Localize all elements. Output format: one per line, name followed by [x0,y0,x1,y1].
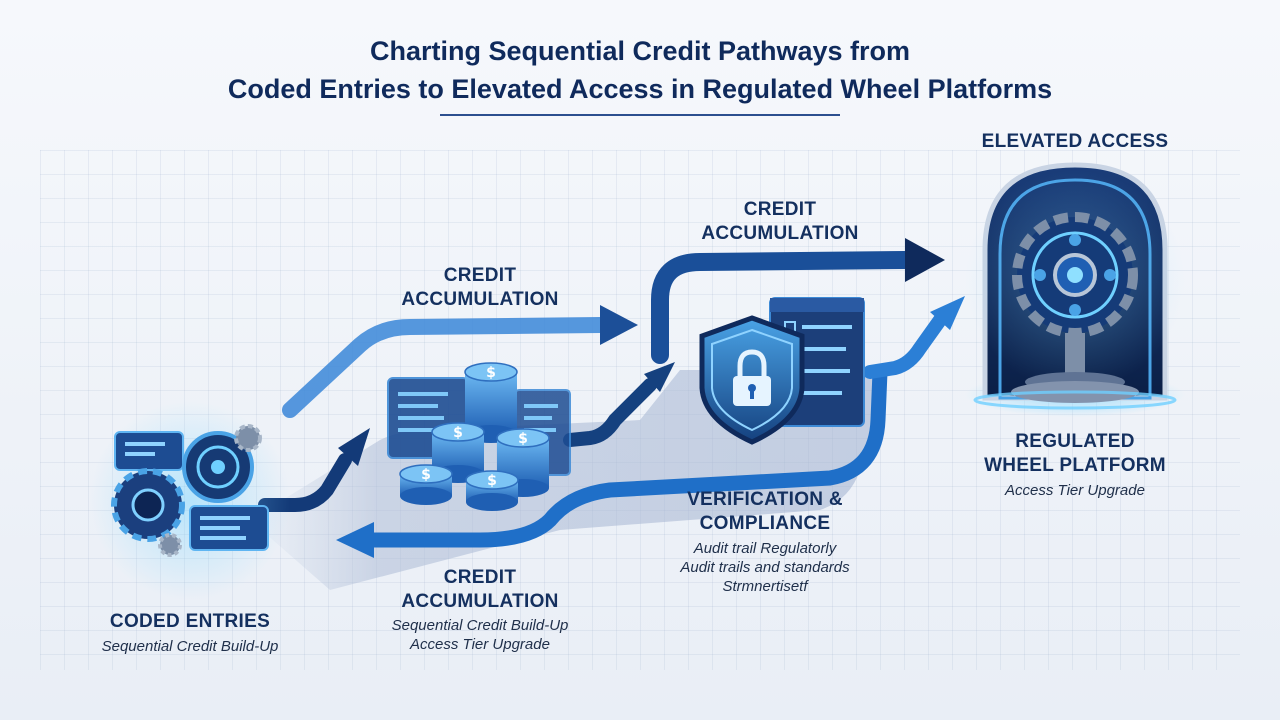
coin-stack-icon [387,362,571,511]
platform-subtitle: Access Tier Upgrade [1005,482,1145,499]
credit-bottom-sub-2: Access Tier Upgrade [410,636,550,653]
arrow-entries-to-coins [258,453,352,512]
arrow-coins-to-shield [563,378,657,447]
title-divider [440,114,840,116]
title-line-1: Charting Sequential Credit Pathways from [369,36,911,66]
return-arrow [362,364,888,548]
credit-top-line-2: ACCUMULATION [701,223,859,244]
gear-cluster-icon [90,400,290,600]
verification-label: VERIFICATION & COMPLIANCE [640,488,890,536]
arrow-shield-to-platform [863,313,947,379]
elevated-access-label: ELEVATED ACCESS [981,131,1169,152]
dollar-icon: $ [486,365,496,381]
arrow-top-accumulation-head [905,238,945,282]
verification-sub-1: Audit trail Regulatorly [693,540,837,557]
platform-line-2: WHEEL PLATFORM [984,455,1166,476]
coded-entries-label: CODED ENTRIES [109,611,271,632]
rise-arrow-faded [282,317,608,418]
platform-label: REGULATED WHEEL PLATFORM [960,430,1190,478]
credit-bottom-line-1: CREDIT [443,567,517,588]
platform-line-1: REGULATED [1015,431,1135,452]
dollar-icon: $ [487,473,497,489]
arrow-top-accumulation [651,251,914,364]
title-line-2: Coded Entries to Elevated Access in Regu… [227,74,1053,104]
credit-bottom-label: CREDIT ACCUMULATION [350,566,610,614]
dollar-icon: $ [453,425,463,441]
credit-top-line-1: CREDIT [743,199,817,220]
rise-arrow-faded-head [600,305,638,345]
coin-column-front [399,464,453,505]
credit-bottom-sub-1: Sequential Credit Build-Up [391,617,569,634]
page-title: Charting Sequential Credit Pathways from… [0,32,1280,108]
credit-mid-label: CREDIT ACCUMULATION [350,264,610,312]
credit-top-label: CREDIT ACCUMULATION [640,198,920,246]
verification-sub-3: Strmnertisetf [722,578,808,595]
verification-sub-2: Audit trails and standards [680,559,850,576]
coded-entries-subtitle: Sequential Credit Build-Up [101,638,279,655]
arrow-shield-to-platform-head [930,296,965,330]
verification-line-2: COMPLIANCE [699,513,831,534]
credit-mid-line-2: ACCUMULATION [401,289,559,310]
dollar-icon: $ [421,467,431,483]
wheel-gate-icon [965,162,1185,417]
shield-lock-icon [699,297,865,445]
credit-mid-line-1: CREDIT [443,265,517,286]
return-arrow-head [336,522,374,558]
dollar-icon: $ [518,431,528,447]
arrow-coins-to-shield-head [644,362,675,392]
verification-line-1: VERIFICATION & [687,489,843,510]
credit-bottom-line-2: ACCUMULATION [401,591,559,612]
arrow-entries-to-coins-head [338,428,370,466]
coin-column-center [465,470,519,511]
